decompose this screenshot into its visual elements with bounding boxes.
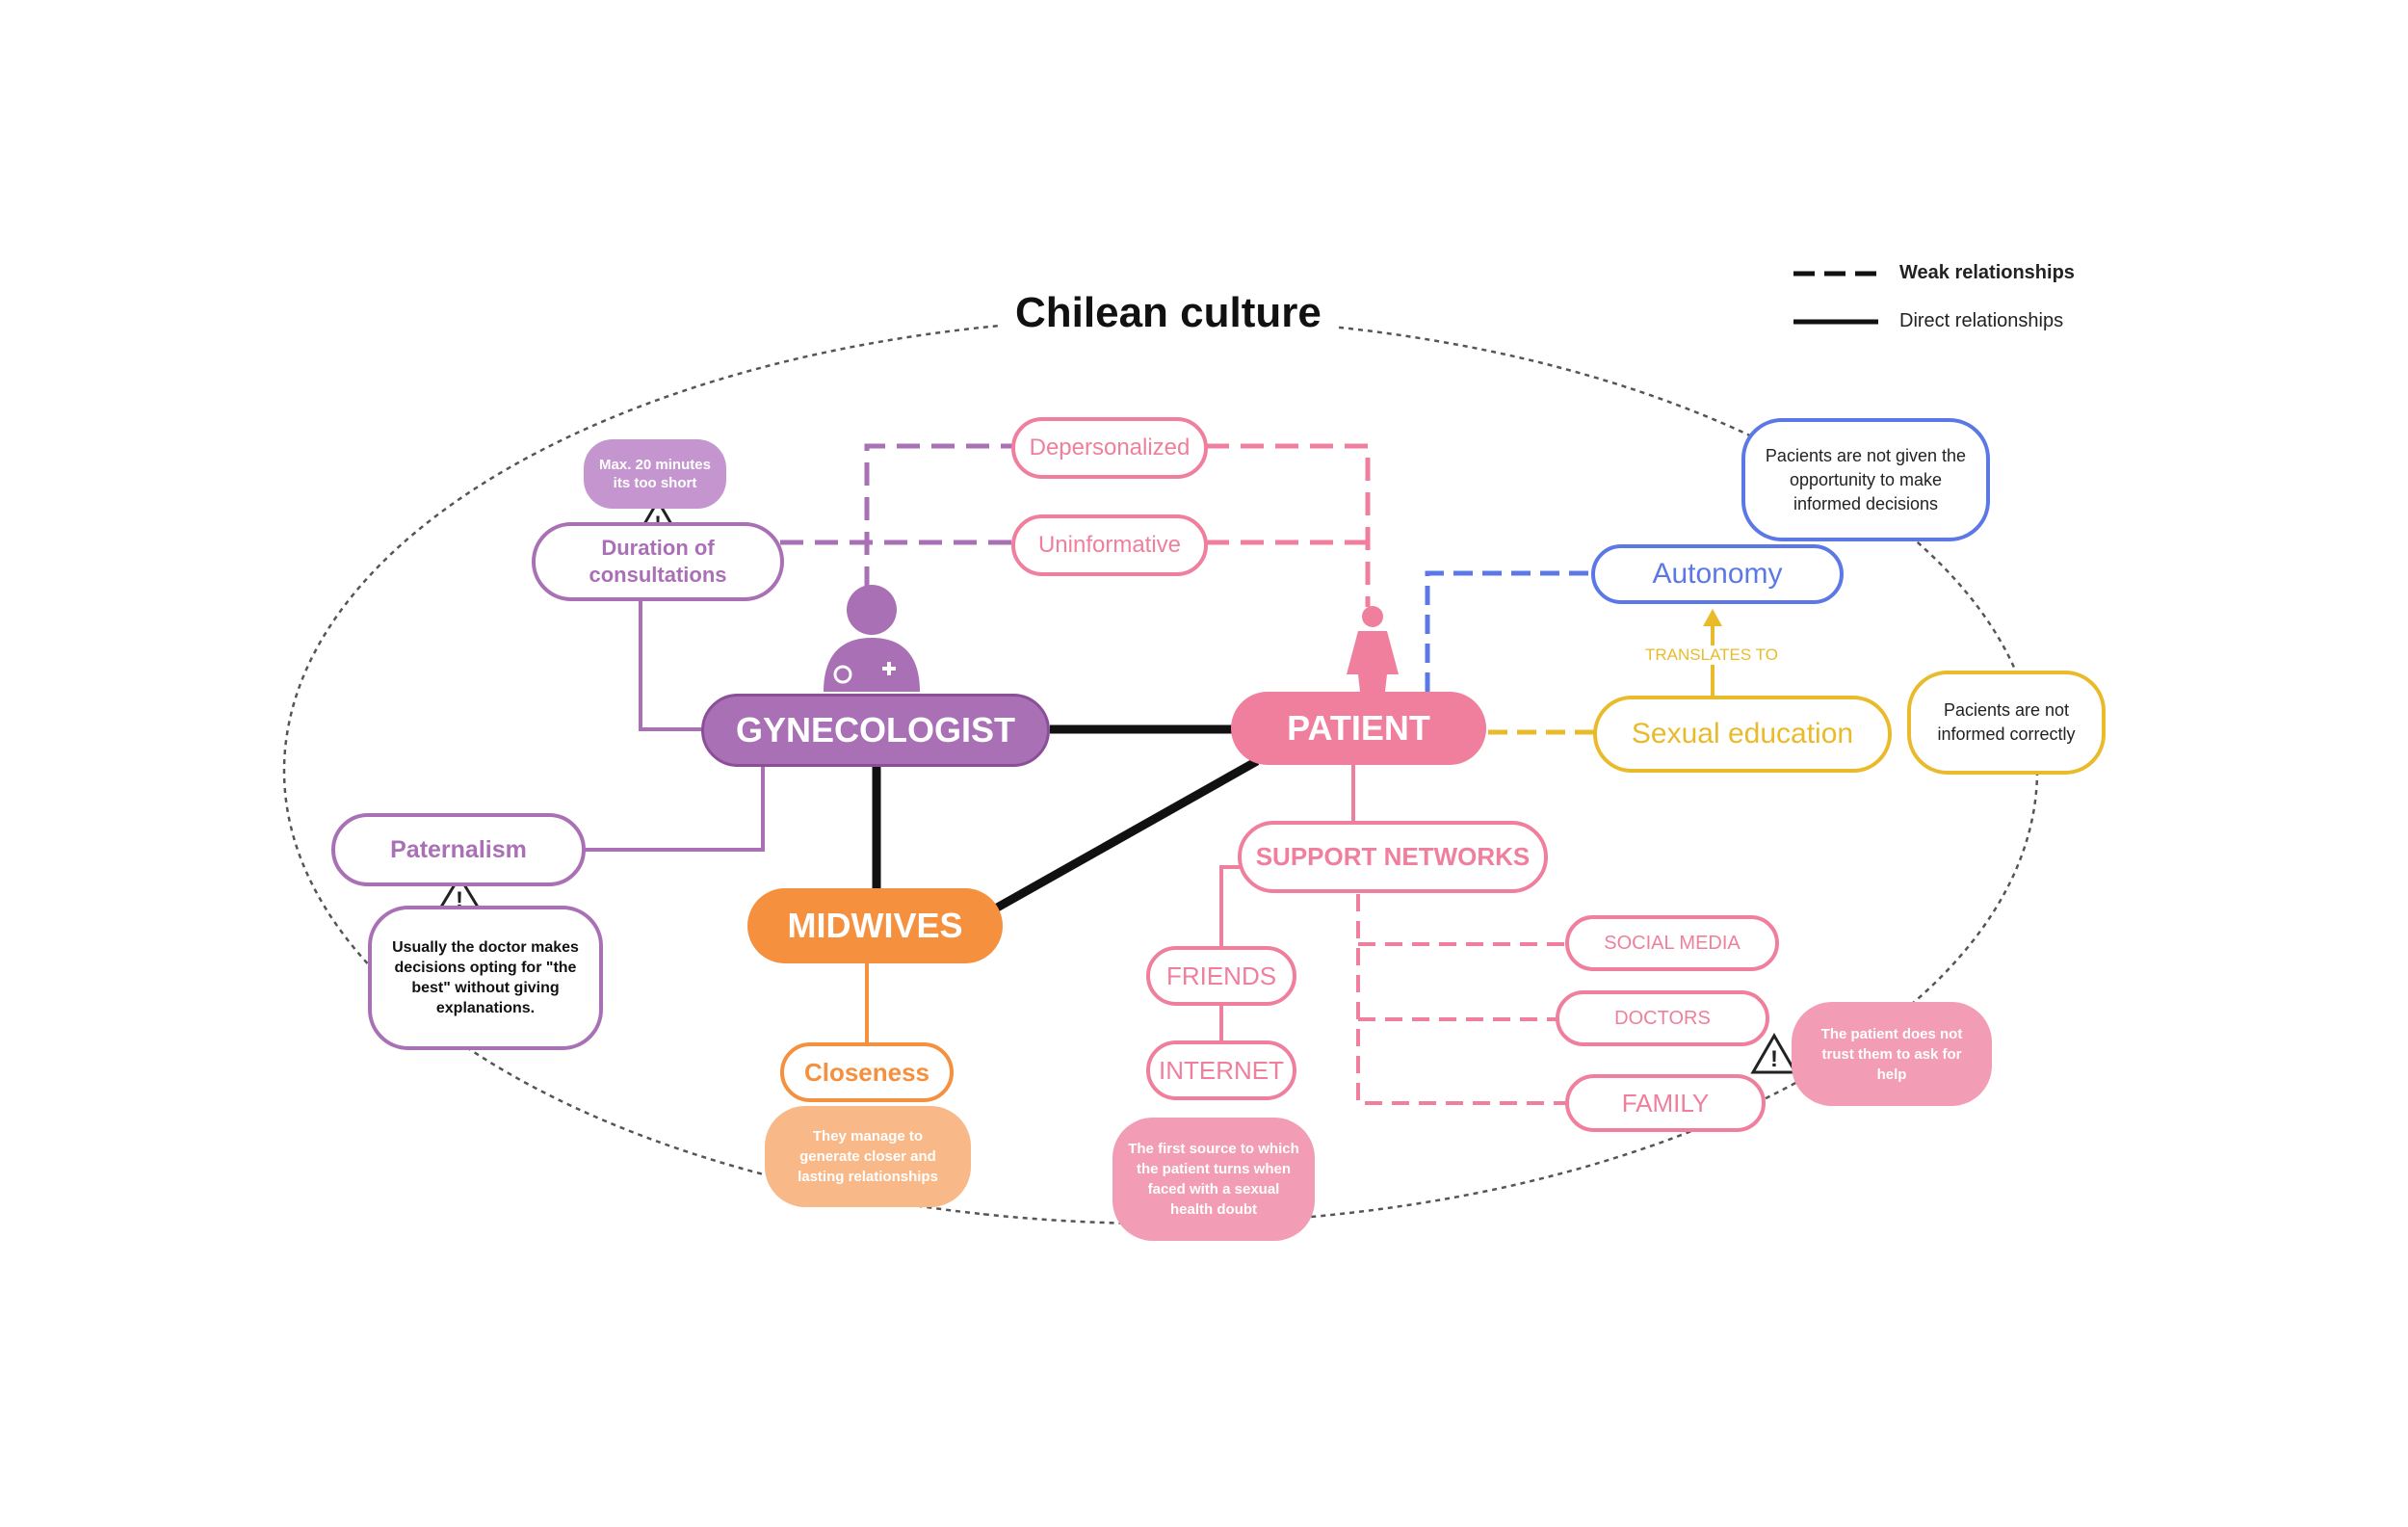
node-internet: INTERNET: [1146, 1040, 1296, 1100]
doctor-icon: [824, 585, 920, 692]
note-closeness: They manage to generate closer and lasti…: [765, 1106, 971, 1207]
note-autonomy: Pacients are not given the opportunity t…: [1741, 418, 1990, 541]
note-duration: Max. 20 minutes its too short: [584, 439, 726, 509]
diagram-title: Chilean culture: [1002, 289, 1335, 337]
woman-icon: [1347, 606, 1399, 692]
note-family: The patient does not trust them to ask f…: [1792, 1002, 1992, 1106]
node-social-media: SOCIAL MEDIA: [1565, 915, 1779, 971]
node-support-networks: SUPPORT NETWORKS: [1238, 821, 1548, 893]
warning-icon: !: [1750, 1033, 1798, 1074]
edge-support-friends: [1219, 865, 1241, 949]
svg-text:!: !: [1770, 1046, 1778, 1072]
legend-weak-label: Weak relationships: [1899, 262, 2075, 283]
node-gynecologist: GYNECOLOGIST: [701, 694, 1050, 767]
note-sexual-education: Pacients are not informed correctly: [1907, 671, 2106, 775]
edge-depersonalized-patient: [1206, 443, 1371, 607]
node-paternalism: Paternalism: [331, 813, 586, 886]
arrowhead-up: [1703, 609, 1722, 626]
node-uninformative: Uninformative: [1011, 514, 1208, 576]
legend-direct-label: Direct relationships: [1899, 310, 2064, 331]
node-friends: FRIENDS: [1146, 946, 1296, 1006]
label-translates-to: TRANSLATES TO: [1643, 645, 1780, 665]
node-duration: Duration of consultations: [532, 522, 784, 601]
edge-patient-autonomy: [1425, 570, 1594, 692]
node-doctors: DOCTORS: [1556, 990, 1769, 1046]
node-closeness: Closeness: [780, 1042, 954, 1102]
node-depersonalized: Depersonalized: [1011, 417, 1208, 479]
node-family: FAMILY: [1565, 1074, 1766, 1132]
svg-text:!: !: [456, 887, 463, 913]
edge-support-family: [1356, 894, 1568, 1105]
node-midwives: MIDWIVES: [747, 888, 1003, 963]
note-internet: The first source to which the patient tu…: [1112, 1118, 1315, 1241]
note-paternalism: Usually the doctor makes decisions optin…: [368, 906, 603, 1050]
node-sexual-education: Sexual education: [1593, 696, 1892, 773]
edge-gyn-paternalism: [584, 766, 765, 852]
edge-doctor-depersonalized: [864, 443, 1013, 590]
node-patient: PATIENT: [1231, 692, 1486, 765]
edge-duration-gyn: [639, 599, 705, 731]
edge-patient-midwives: [989, 757, 1260, 914]
node-autonomy: Autonomy: [1591, 544, 1844, 604]
